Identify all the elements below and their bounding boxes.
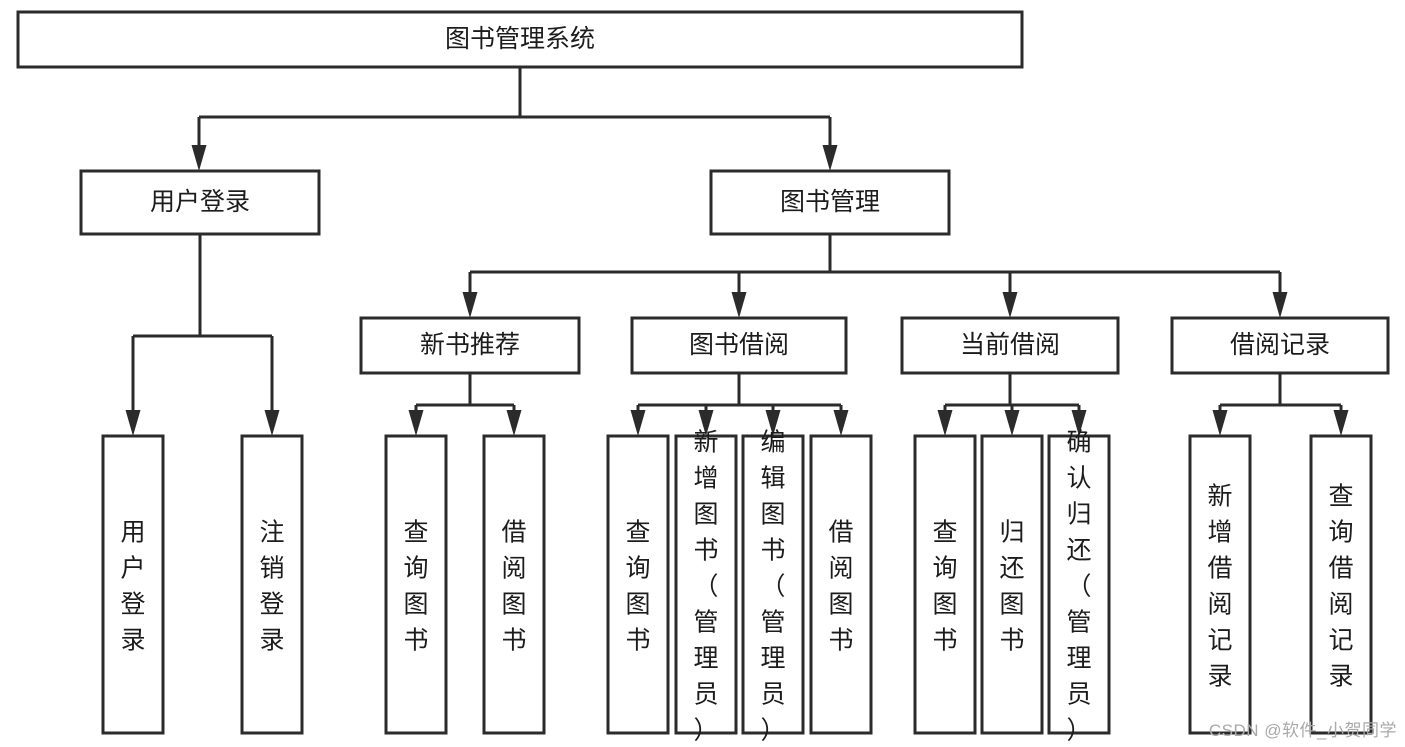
connector-book-manage [462, 234, 1288, 318]
node-label-book-manage: 图书管理 [780, 188, 880, 216]
node-label-borrow-record: 借阅记录 [1230, 331, 1330, 359]
connector-book-borrow [630, 373, 849, 436]
node-label-leaf-cur-return-book: 归还图书 [999, 519, 1024, 655]
connector-root [191, 67, 838, 171]
node-box-borrow-record[interactable] [1170, 316, 1390, 375]
arrow-head-icon [630, 410, 646, 436]
node-leaf-rec-add-record[interactable]: 新增借阅记录 [1188, 434, 1252, 735]
node-leaf-borrow-edit-book[interactable]: 编辑图书（管理员） [741, 429, 805, 745]
node-box-leaf-cur-confirm-return[interactable] [1047, 434, 1111, 735]
node-label-root: 图书管理系统 [445, 25, 595, 53]
node-leaf-rec-query-book[interactable]: 查询图书 [384, 434, 448, 735]
arrow-head-icon [125, 410, 141, 436]
node-new-book-recommend[interactable]: 新书推荐 [359, 316, 581, 375]
node-user-login[interactable]: 用户登录 [79, 169, 321, 236]
node-box-root[interactable] [16, 10, 1024, 69]
connector-layer [125, 67, 1349, 436]
node-leaf-cur-query-book[interactable]: 查询图书 [913, 434, 977, 735]
connector-user-login [125, 234, 280, 436]
node-box-user-login[interactable] [79, 169, 321, 236]
node-box-leaf-cur-return-book[interactable] [980, 434, 1044, 735]
arrow-head-icon [506, 410, 522, 436]
node-box-leaf-user-logout[interactable] [240, 434, 304, 735]
arrow-head-icon [408, 410, 424, 436]
node-root[interactable]: 图书管理系统 [16, 10, 1024, 69]
node-box-leaf-borrow-add-book[interactable] [674, 434, 738, 735]
node-box-leaf-rec-query-book[interactable] [384, 434, 448, 735]
node-borrow-record[interactable]: 借阅记录 [1170, 316, 1390, 375]
node-box-leaf-cur-query-book[interactable] [913, 434, 977, 735]
arrow-head-icon [191, 145, 207, 171]
node-label-leaf-borrow-add-book: 新增图书（管理员） [693, 429, 718, 745]
node-box-leaf-rec-query-record[interactable] [1309, 434, 1373, 735]
node-box-current-borrow[interactable] [900, 316, 1120, 375]
arrow-head-icon [1272, 292, 1288, 318]
node-box-book-borrow[interactable] [630, 316, 848, 375]
node-book-manage[interactable]: 图书管理 [709, 169, 951, 236]
arrow-head-icon [698, 410, 714, 436]
node-label-leaf-rec-borrow-book: 借阅图书 [501, 519, 526, 655]
node-label-leaf-borrow-query-book: 查询图书 [625, 519, 650, 655]
node-label-leaf-borrow-borrow-book: 借阅图书 [828, 519, 853, 655]
arrow-head-icon [1004, 410, 1020, 436]
node-box-leaf-rec-borrow-book[interactable] [482, 434, 546, 735]
node-leaf-borrow-query-book[interactable]: 查询图书 [606, 434, 670, 735]
node-box-leaf-borrow-edit-book[interactable] [741, 434, 805, 735]
node-box-leaf-user-login[interactable] [101, 434, 165, 735]
arrow-head-icon [765, 410, 781, 436]
node-leaf-cur-return-book[interactable]: 归还图书 [980, 434, 1044, 735]
arrow-head-icon [1071, 410, 1087, 436]
node-label-leaf-cur-query-book: 查询图书 [932, 519, 957, 655]
node-current-borrow[interactable]: 当前借阅 [900, 316, 1120, 375]
node-box-leaf-borrow-query-book[interactable] [606, 434, 670, 735]
node-box-new-book-recommend[interactable] [359, 316, 581, 375]
arrow-head-icon [822, 145, 838, 171]
node-label-leaf-borrow-edit-book: 编辑图书（管理员） [760, 429, 785, 745]
arrow-head-icon [833, 410, 849, 436]
arrow-head-icon [937, 410, 953, 436]
node-leaf-borrow-add-book[interactable]: 新增图书（管理员） [674, 429, 738, 745]
node-leaf-user-logout[interactable]: 注销登录 [240, 434, 304, 735]
node-label-leaf-user-login: 用户登录 [120, 519, 145, 655]
node-label-leaf-rec-query-book: 查询图书 [403, 519, 428, 655]
connector-borrow-record [1212, 373, 1349, 436]
arrow-head-icon [731, 292, 747, 318]
node-box-leaf-rec-add-record[interactable] [1188, 434, 1252, 735]
node-leaf-cur-confirm-return[interactable]: 确认归还（管理员） [1047, 429, 1111, 745]
arrow-head-icon [1333, 410, 1349, 436]
node-leaf-rec-query-record[interactable]: 查询借阅记录 [1309, 434, 1373, 735]
node-label-new-book-recommend: 新书推荐 [420, 331, 520, 359]
node-leaf-borrow-borrow-book[interactable]: 借阅图书 [809, 434, 873, 735]
arrow-head-icon [264, 410, 280, 436]
connector-new-book-recommend [408, 373, 522, 436]
node-label-book-borrow: 图书借阅 [689, 331, 789, 359]
arrow-head-icon [1212, 410, 1228, 436]
node-box-book-manage[interactable] [709, 169, 951, 236]
arrow-head-icon [462, 292, 478, 318]
node-label-user-login: 用户登录 [150, 188, 250, 216]
node-box-leaf-borrow-borrow-book[interactable] [809, 434, 873, 735]
node-layer: 图书管理系统用户登录图书管理新书推荐图书借阅当前借阅借阅记录用户登录注销登录查询… [16, 10, 1390, 745]
arrow-head-icon [1002, 292, 1018, 318]
node-leaf-user-login[interactable]: 用户登录 [101, 434, 165, 735]
node-label-leaf-rec-query-record: 查询借阅记录 [1328, 483, 1353, 691]
node-book-borrow[interactable]: 图书借阅 [630, 316, 848, 375]
node-label-current-borrow: 当前借阅 [960, 331, 1060, 359]
node-leaf-rec-borrow-book[interactable]: 借阅图书 [482, 434, 546, 735]
node-label-leaf-rec-add-record: 新增借阅记录 [1207, 483, 1232, 691]
connector-current-borrow [937, 373, 1087, 436]
node-label-leaf-user-logout: 注销登录 [259, 519, 284, 655]
node-label-leaf-cur-confirm-return: 确认归还（管理员） [1066, 429, 1091, 745]
